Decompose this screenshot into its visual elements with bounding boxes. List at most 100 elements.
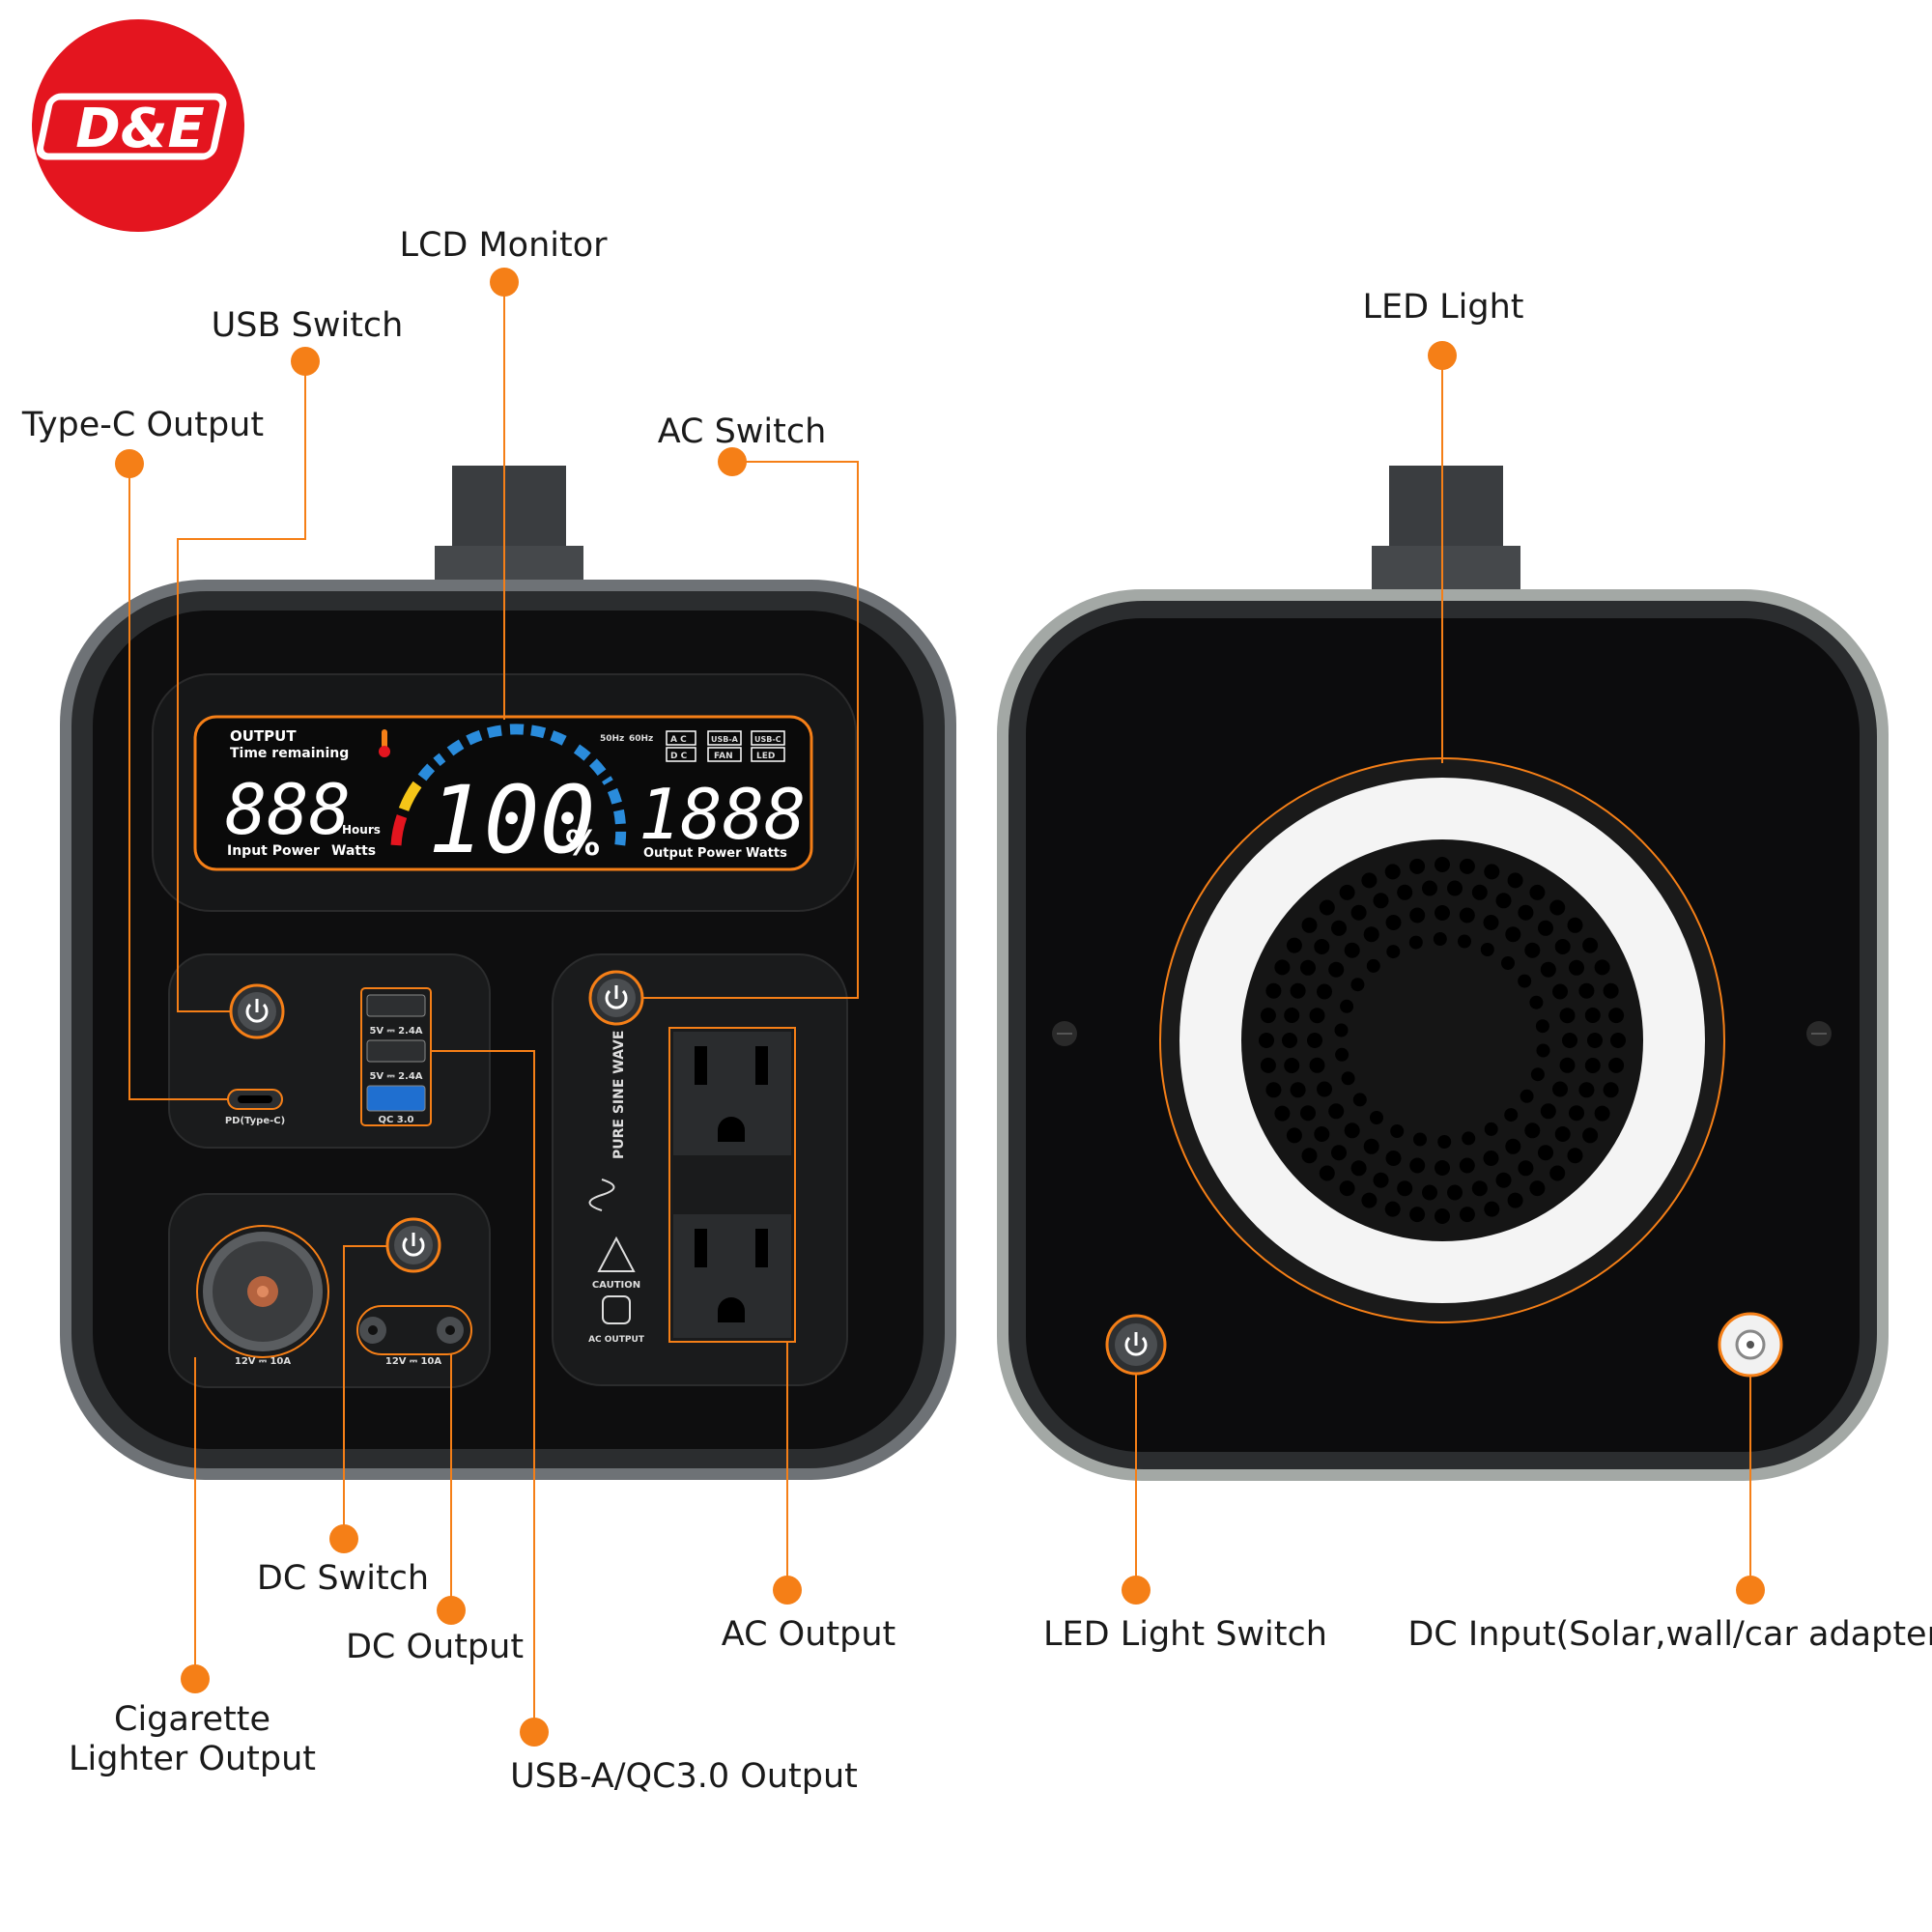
label-led-light: LED Light — [1362, 288, 1523, 327]
vent-hole — [1540, 961, 1556, 978]
label-dc-input: DC Input(Solar,wall/car adapter) — [1407, 1615, 1932, 1654]
vent-hole — [1350, 904, 1367, 921]
vent-hole — [1518, 1160, 1534, 1177]
vent-hole — [1569, 959, 1584, 976]
vent-hole — [1538, 920, 1553, 936]
vent-hole — [1507, 872, 1523, 889]
label-usb-switch: USB Switch — [212, 306, 404, 345]
vent-hole — [1518, 974, 1532, 988]
battery-gauge-arc — [390, 724, 627, 851]
vent-hole — [1265, 982, 1282, 999]
label-usb-a-output: USB-A/QC3.0 Output — [510, 1757, 858, 1796]
vent-hole — [1584, 1008, 1601, 1023]
usb-switch-button[interactable] — [229, 983, 285, 1039]
vent-hole — [1582, 1127, 1599, 1144]
vent-hole — [1409, 858, 1426, 874]
led-light-switch-button[interactable] — [1105, 1314, 1167, 1376]
vent-hole — [1459, 1157, 1475, 1174]
dc-input-port[interactable] — [1718, 1312, 1783, 1378]
vent-hole — [1584, 1058, 1601, 1073]
back-handle-top — [1389, 466, 1503, 553]
dot-usb-a — [520, 1718, 549, 1747]
brand-logo: D&E — [32, 19, 244, 232]
usb-a-port-1[interactable] — [366, 994, 426, 1017]
dot-dc-output — [437, 1596, 466, 1625]
lcd-hours-digits: 888 — [225, 769, 351, 850]
vent-hole — [1319, 899, 1335, 916]
vent-hole — [1447, 1184, 1463, 1201]
dc-switch-button[interactable] — [385, 1217, 441, 1273]
vent-hole — [1471, 1180, 1488, 1197]
lcd-percent-value: 100 — [428, 766, 595, 874]
label-dc-switch: DC Switch — [257, 1559, 429, 1598]
thermometer-icon — [379, 729, 390, 757]
vent-hole — [1373, 893, 1389, 909]
type-c-port[interactable] — [227, 1089, 283, 1110]
vent-hole — [1435, 1160, 1450, 1176]
vent-hole — [1335, 1047, 1350, 1062]
vent-hole — [1524, 942, 1541, 958]
dot-dc-switch — [329, 1524, 358, 1553]
caution-icon — [597, 1236, 636, 1272]
vent-hole — [1435, 857, 1450, 872]
vent-hole — [1386, 945, 1401, 959]
vent-hole — [1435, 1208, 1450, 1224]
vent-hole — [1397, 884, 1413, 900]
ac-socket-2[interactable] — [673, 1214, 791, 1338]
vent-hole — [1300, 1105, 1316, 1122]
dot-ac-switch — [718, 447, 747, 476]
vent-hole — [1373, 1172, 1389, 1188]
vent-hole — [1344, 1122, 1360, 1139]
lcd-input-power: Input Power — [227, 843, 320, 859]
power-icon — [1124, 1336, 1148, 1356]
caution-label: CAUTION — [592, 1280, 640, 1291]
vent-hole — [1530, 1067, 1545, 1082]
vent-hole — [1587, 1033, 1603, 1048]
qc-label: QC 3.0 — [378, 1115, 413, 1125]
vent-hole — [1301, 1148, 1318, 1164]
lcd-hours-unit: Hours — [342, 823, 381, 837]
vent-hole — [1290, 982, 1306, 999]
vent-hole — [1582, 937, 1599, 953]
vent-hole — [1518, 904, 1534, 921]
vent-hole — [1480, 943, 1494, 956]
vent-hole — [1608, 1008, 1625, 1024]
vent-hole — [1529, 1180, 1546, 1197]
vent-hole — [1409, 1157, 1426, 1174]
vent-hole — [1319, 1165, 1335, 1181]
vent-hole — [1314, 1126, 1330, 1142]
vent-hole — [1260, 1057, 1276, 1073]
vent-hole — [1339, 1180, 1355, 1197]
leader-ac-switch — [643, 461, 859, 999]
cigarette-lighter-socket[interactable] — [196, 1225, 329, 1358]
dc-output-port-1[interactable] — [359, 1317, 386, 1344]
vent-hole — [1259, 1033, 1274, 1048]
vent-hole — [1282, 1033, 1297, 1048]
label-cigarette-line2: Lighter Output — [69, 1740, 316, 1778]
label-ac-output: AC Output — [722, 1615, 895, 1654]
ac-switch-button[interactable] — [588, 970, 644, 1026]
ac-socket-1[interactable] — [673, 1032, 791, 1155]
vent-hole — [1484, 1201, 1500, 1217]
label-dc-output: DC Output — [346, 1628, 524, 1666]
dot-usb-switch — [291, 347, 320, 376]
fan-grille-plate — [1241, 839, 1643, 1241]
dot-dc-input — [1736, 1576, 1765, 1605]
back-screw-left — [1052, 1021, 1077, 1046]
vent-hole — [1317, 983, 1332, 1000]
vent-hole — [1562, 1033, 1577, 1048]
lcd-ind-dc: D C — [670, 752, 688, 761]
vent-hole — [1505, 1138, 1521, 1154]
lcd-output-power: Output Power — [643, 846, 742, 861]
vent-hole — [1339, 884, 1355, 900]
back-screw-right — [1806, 1021, 1832, 1046]
label-type-c-output: Type-C Output — [21, 406, 264, 444]
qc3-port[interactable] — [366, 1085, 426, 1112]
vent-hole — [1384, 864, 1401, 880]
vent-hole — [1317, 1081, 1332, 1097]
vent-hole — [1501, 956, 1515, 970]
lcd-percent-sign: % — [565, 824, 600, 864]
dc-output-port-2[interactable] — [437, 1317, 464, 1344]
usb-a-port-2[interactable] — [366, 1039, 426, 1063]
vent-hole — [1274, 1105, 1291, 1122]
